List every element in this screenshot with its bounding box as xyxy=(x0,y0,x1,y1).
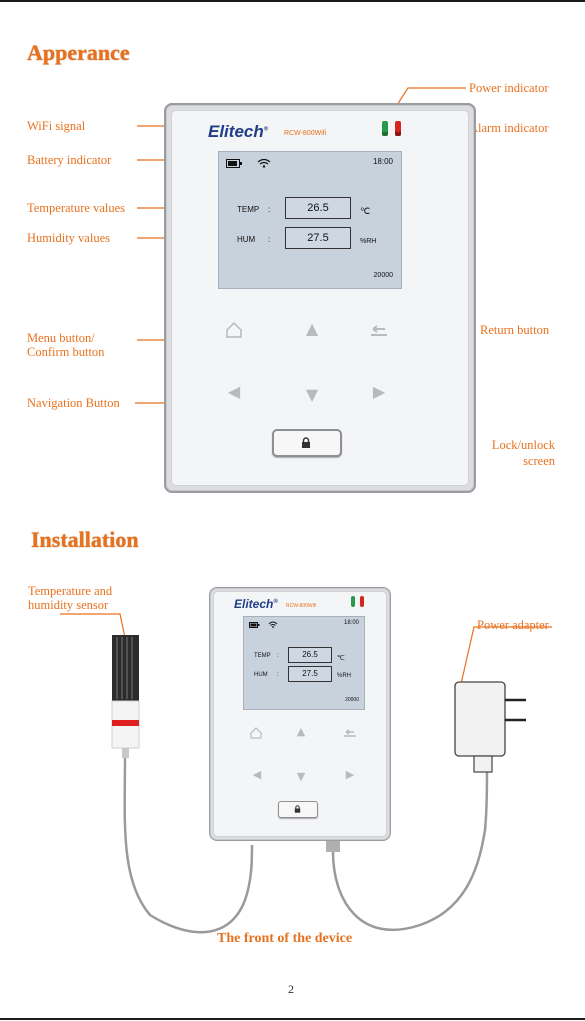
callout-temperature: Temperature values xyxy=(27,201,126,215)
callout-lock-line2: screen xyxy=(523,454,555,468)
power-cable xyxy=(331,771,489,932)
brand-logo-small: Elitech® xyxy=(234,597,278,611)
callout-lock-line1: Lock/unlock xyxy=(491,438,555,452)
leader-adapter xyxy=(460,626,552,685)
temp-value-box: 26.5 xyxy=(285,197,351,219)
arrow-down-icon[interactable]: ▼ xyxy=(305,385,319,404)
arrow-right-icon[interactable]: ▶ xyxy=(372,382,386,401)
lock-icon xyxy=(302,437,310,448)
power-adapter xyxy=(454,681,526,773)
home-icon[interactable] xyxy=(225,321,243,339)
hum-value-box-small: 27.5 xyxy=(288,666,332,682)
arrow-right-icon-small[interactable]: ▶ xyxy=(345,768,355,781)
arrow-up-icon-small[interactable]: ▲ xyxy=(296,725,306,738)
callout-humidity: Humidity values xyxy=(27,231,110,245)
lock-icon-small xyxy=(294,805,301,813)
model-label-small: RCW-800Wifi xyxy=(286,603,317,609)
appearance-heading: Apperance xyxy=(27,40,130,65)
alarm-led xyxy=(395,121,401,136)
brand-logo: Elitech® xyxy=(208,122,269,141)
screen-time: 18:00 xyxy=(372,157,393,166)
sensor-probe xyxy=(111,635,140,758)
lcd-screen: 18:00 TEMP : 26.5 ℃ HUM : 27.5 %RH 20000 xyxy=(218,151,402,289)
power-led-small xyxy=(351,596,355,607)
installation-caption: The front of the device xyxy=(217,931,353,946)
temp-label-small: TEMP xyxy=(254,653,271,659)
home-icon-small[interactable] xyxy=(250,727,262,739)
lock-button-small[interactable] xyxy=(278,801,318,818)
hum-colon: : xyxy=(268,235,271,244)
bottom-rule xyxy=(0,1018,585,1020)
arrow-left-icon-small[interactable]: ◀ xyxy=(252,768,262,781)
page-number: 2 xyxy=(288,982,294,996)
installation-drawing xyxy=(60,613,552,934)
return-icon[interactable] xyxy=(369,325,389,339)
temp-colon: : xyxy=(268,205,271,214)
hum-unit: %RH xyxy=(360,238,377,245)
callout-adapter: Power adapter xyxy=(477,618,549,632)
callout-navigation: Navigation Button xyxy=(27,396,120,410)
return-icon-small[interactable] xyxy=(343,729,357,739)
callout-sensor-line2: humidity sensor xyxy=(28,598,109,612)
arrow-up-icon[interactable]: ▲ xyxy=(305,319,319,338)
lock-button[interactable] xyxy=(272,429,342,457)
callout-sensor-line1: Temperature and xyxy=(28,584,113,598)
lcd-screen-small: 18:00 TEMP : 26.5 ℃ HUM : 27.5 %RH 20000 xyxy=(243,616,365,710)
hum-value-box: 27.5 xyxy=(285,227,351,249)
wifi-icon-small xyxy=(268,621,278,628)
callout-return: Return button xyxy=(480,323,550,337)
hum-label: HUM xyxy=(237,235,256,244)
callout-alarm-indicator: Alarm indicator xyxy=(469,121,549,135)
callout-menu-line1: Menu button/ xyxy=(27,331,95,345)
hum-unit-small: %RH xyxy=(337,673,352,679)
device-front-small: Elitech® RCW-800Wifi 18:00 TEMP : 26.5 ℃… xyxy=(209,587,391,841)
screen-time-small: 18:00 xyxy=(343,620,359,626)
arrow-left-icon[interactable]: ◀ xyxy=(227,382,241,401)
callout-battery: Battery indicator xyxy=(27,153,112,167)
sensor-cable xyxy=(123,757,254,934)
installation-heading: Installation xyxy=(31,527,139,552)
battery-icon-small xyxy=(249,622,260,628)
callout-power-indicator: Power indicator xyxy=(469,81,549,95)
temp-unit: ℃ xyxy=(360,206,371,216)
callout-wifi: WiFi signal xyxy=(27,119,86,133)
battery-icon xyxy=(226,159,242,168)
screen-counter-small: 20000 xyxy=(345,697,359,703)
model-label: RCW-800Wifi xyxy=(284,130,327,137)
screen-counter: 20000 xyxy=(373,272,393,279)
temp-unit-small: ℃ xyxy=(337,655,345,662)
alarm-led-small xyxy=(360,596,364,607)
callout-menu-line2: Confirm button xyxy=(27,345,105,359)
temp-label: TEMP xyxy=(237,205,260,214)
temp-colon-small: : xyxy=(277,653,279,659)
temp-value-box-small: 26.5 xyxy=(288,647,332,663)
hum-label-small: HUM xyxy=(254,672,268,678)
top-rule xyxy=(0,0,585,2)
device-front-large: Elitech® RCW-800Wifi 18:00 TEMP : 26.5 ℃… xyxy=(164,103,476,493)
arrow-down-icon-small[interactable]: ▼ xyxy=(296,770,306,783)
hum-colon-small: : xyxy=(277,672,279,678)
wifi-icon xyxy=(257,158,271,168)
power-led xyxy=(382,121,388,136)
